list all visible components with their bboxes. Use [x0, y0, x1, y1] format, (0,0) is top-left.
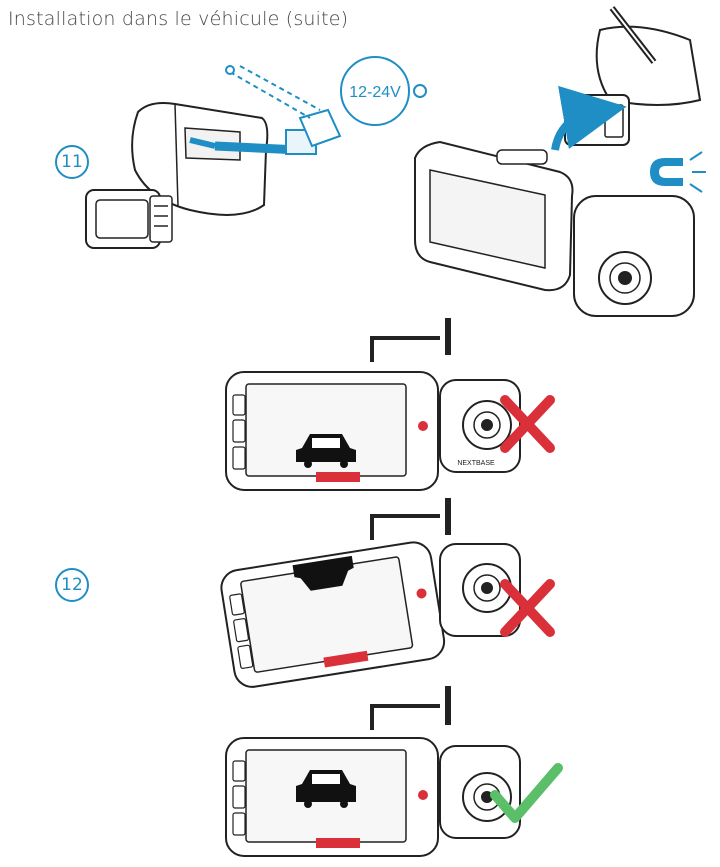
- car-icon: [296, 434, 356, 468]
- check-icon: [490, 763, 563, 823]
- cross-icon: [500, 579, 555, 637]
- voltage-label: 12-24V: [349, 84, 401, 101]
- arrow-icon: [551, 85, 627, 151]
- page-title: Installation dans le véhicule (suite): [8, 8, 349, 30]
- car-icon: [296, 770, 356, 808]
- dashcam-variant-2: [220, 498, 521, 688]
- step-badge-12: 12: [55, 568, 89, 602]
- step-badge-11: 11: [55, 145, 89, 179]
- voltage-badge: 12-24V: [340, 56, 427, 126]
- brand-label: NEXTBASE: [457, 460, 495, 467]
- dashcam-variant-1: [225, 318, 521, 491]
- camera-attach-illustration: [414, 6, 702, 317]
- dashcam-variant-3: [225, 686, 521, 857]
- mount-with-cable-illustration: [85, 65, 342, 249]
- magnet-icon: [650, 151, 706, 193]
- cross-icon: [500, 395, 555, 453]
